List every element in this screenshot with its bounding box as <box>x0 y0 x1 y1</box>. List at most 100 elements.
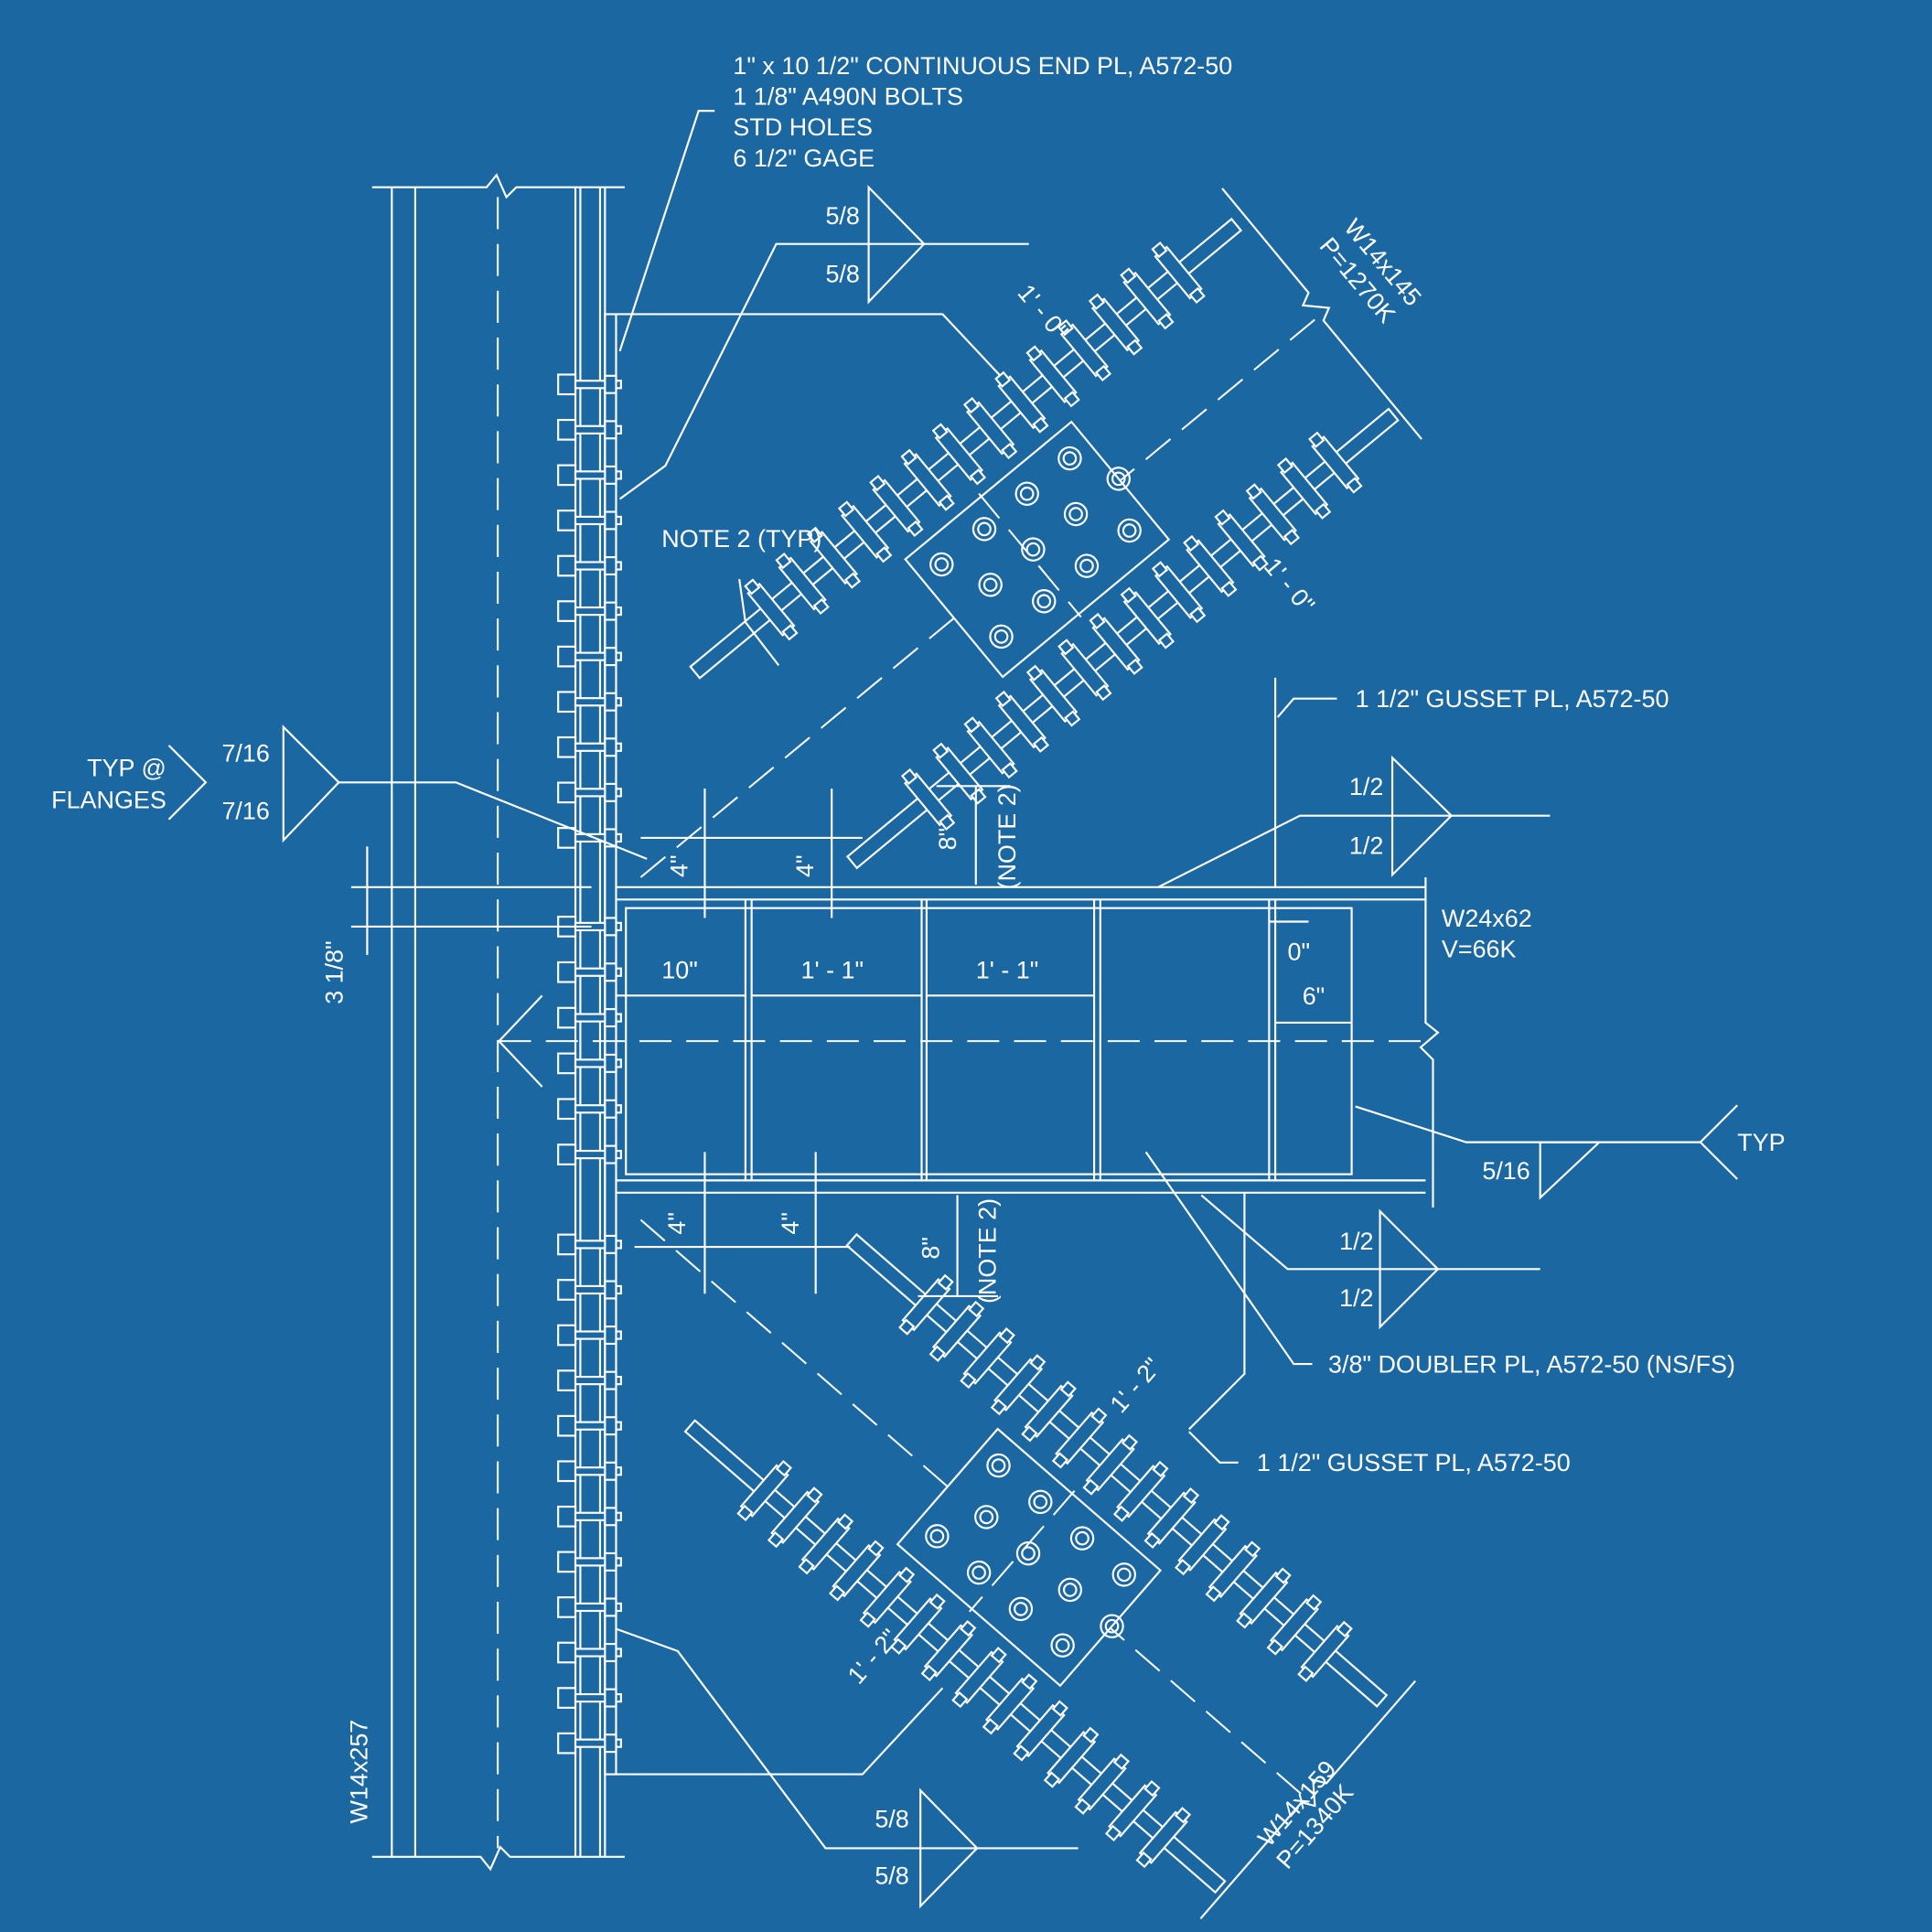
bolt-head <box>557 600 577 622</box>
web-bolt <box>1021 537 1046 562</box>
bolt-nut <box>990 1398 1007 1416</box>
weld-size: 7/16 <box>221 739 269 767</box>
bolt-shank <box>574 1648 622 1658</box>
bolt-nut <box>1175 1558 1192 1576</box>
bolt-nut <box>1214 509 1231 526</box>
bolt-nut <box>604 1461 617 1481</box>
bolt-nut <box>928 1345 946 1362</box>
bolt-nut <box>920 1664 938 1682</box>
weld-size: 5/8 <box>875 1806 908 1833</box>
bolt-nut <box>1276 456 1294 475</box>
bolt-nut <box>1135 1851 1153 1869</box>
web-bolt <box>1117 518 1142 543</box>
beam-w24x62 <box>498 877 1440 1208</box>
bolt-nut <box>1082 1726 1100 1744</box>
bolt-nut <box>939 813 956 831</box>
bolt-nut <box>938 494 955 511</box>
bolt-head <box>557 1460 577 1483</box>
web-bolt-hole <box>1014 1602 1028 1616</box>
bolt-nut <box>1032 416 1049 434</box>
bolt-nut <box>900 448 918 466</box>
note-line: 6 1/2" GAGE <box>733 145 875 172</box>
bolt-nut <box>1236 1612 1253 1629</box>
bolt-nut <box>951 1690 969 1709</box>
web-bolt <box>1074 553 1100 578</box>
bolt <box>557 373 622 396</box>
bolt-nut <box>1151 561 1169 578</box>
bolt-nut <box>890 1637 907 1655</box>
dim-upper-brace: 1' - 0" <box>1259 553 1320 618</box>
bolt-nut <box>1283 529 1301 546</box>
bolt-nut <box>1094 364 1112 382</box>
bolt-nut <box>1001 442 1018 460</box>
web-bolt-hole <box>934 557 950 572</box>
bolt-nut <box>604 374 617 394</box>
bolt-nut <box>1205 1585 1222 1603</box>
bolt-head <box>557 827 577 849</box>
bolt-nut <box>1074 1798 1091 1815</box>
bolt <box>557 1551 622 1573</box>
dim-flange-offset: 3 1/8" <box>320 940 348 1004</box>
dim-stiffener: 10" <box>661 956 698 983</box>
web-bolt-hole <box>971 1565 986 1580</box>
bolt-nut <box>1305 1594 1323 1611</box>
dim-4in: 4" <box>777 1212 804 1235</box>
bolt-nut <box>604 465 617 485</box>
bolt-head <box>557 1687 577 1709</box>
web-bolt <box>1015 1540 1041 1566</box>
bolt-nut <box>1063 391 1080 408</box>
web-splice-plate <box>904 420 1171 679</box>
web-bolt <box>1014 481 1039 506</box>
bolt-head <box>557 1098 577 1121</box>
bolt-nut <box>960 1619 977 1637</box>
bolt-nut <box>1157 313 1175 330</box>
bolt-nut <box>604 647 617 667</box>
bolt-nut <box>998 1327 1015 1345</box>
dim-six: 6" <box>1303 982 1326 1010</box>
bolt <box>557 600 622 622</box>
web-bolt-hole <box>1062 1583 1078 1597</box>
web-bolt <box>1057 445 1082 471</box>
bolt-shank <box>574 788 622 798</box>
bolt-nut <box>1025 664 1044 682</box>
web-bolt-hole <box>1104 1618 1120 1634</box>
bolt-nut <box>1059 1380 1077 1398</box>
bolt <box>557 510 622 531</box>
bolt-shank <box>574 1284 622 1295</box>
bolt-nut <box>604 1416 617 1436</box>
bolt <box>557 418 622 441</box>
bolt-nut <box>1082 1478 1100 1496</box>
bolt-nut <box>604 420 617 440</box>
typ-flanges-label: TYP @ <box>87 755 166 782</box>
web-bolt-hole <box>1036 594 1052 609</box>
bolt-head <box>557 781 577 804</box>
note-line: 1 1/8" A490N BOLTS <box>733 82 963 110</box>
bolt-nut <box>907 520 924 538</box>
web-bolt <box>1008 1596 1034 1622</box>
web-bolt <box>966 1560 992 1585</box>
bolt-head <box>557 554 577 577</box>
gusset-upper-label: 1 1/2" GUSSET PL, A572-50 <box>1356 685 1669 713</box>
bolt-shank <box>574 1602 622 1613</box>
bolt-nut <box>1021 1425 1038 1443</box>
bolt-nut <box>969 468 987 486</box>
splice-line <box>978 492 1082 618</box>
bolt-nut <box>1308 431 1326 448</box>
end-plate-note: 1" x 10 1/2" CONTINUOUS END PL, A572-50 … <box>733 52 1232 172</box>
dim-lower-brace: 1' - 2" <box>1105 1353 1167 1418</box>
bolt-nut <box>1157 632 1175 649</box>
bolt-nut <box>1120 586 1137 604</box>
brace-break-line <box>1221 188 1422 440</box>
web-bolt-hole <box>1116 1567 1132 1583</box>
bolt <box>557 1687 622 1709</box>
bolt-nut <box>775 1460 793 1477</box>
bolt-nut <box>1088 293 1106 310</box>
bolt-nut <box>1021 1673 1038 1690</box>
bolt <box>557 1460 622 1483</box>
weld-size: 1/2 <box>1349 832 1383 859</box>
bolt-nut <box>994 370 1012 388</box>
bolt-nut <box>898 1318 916 1336</box>
bolt-nut <box>1095 684 1112 702</box>
bolt-nut <box>1183 534 1200 553</box>
